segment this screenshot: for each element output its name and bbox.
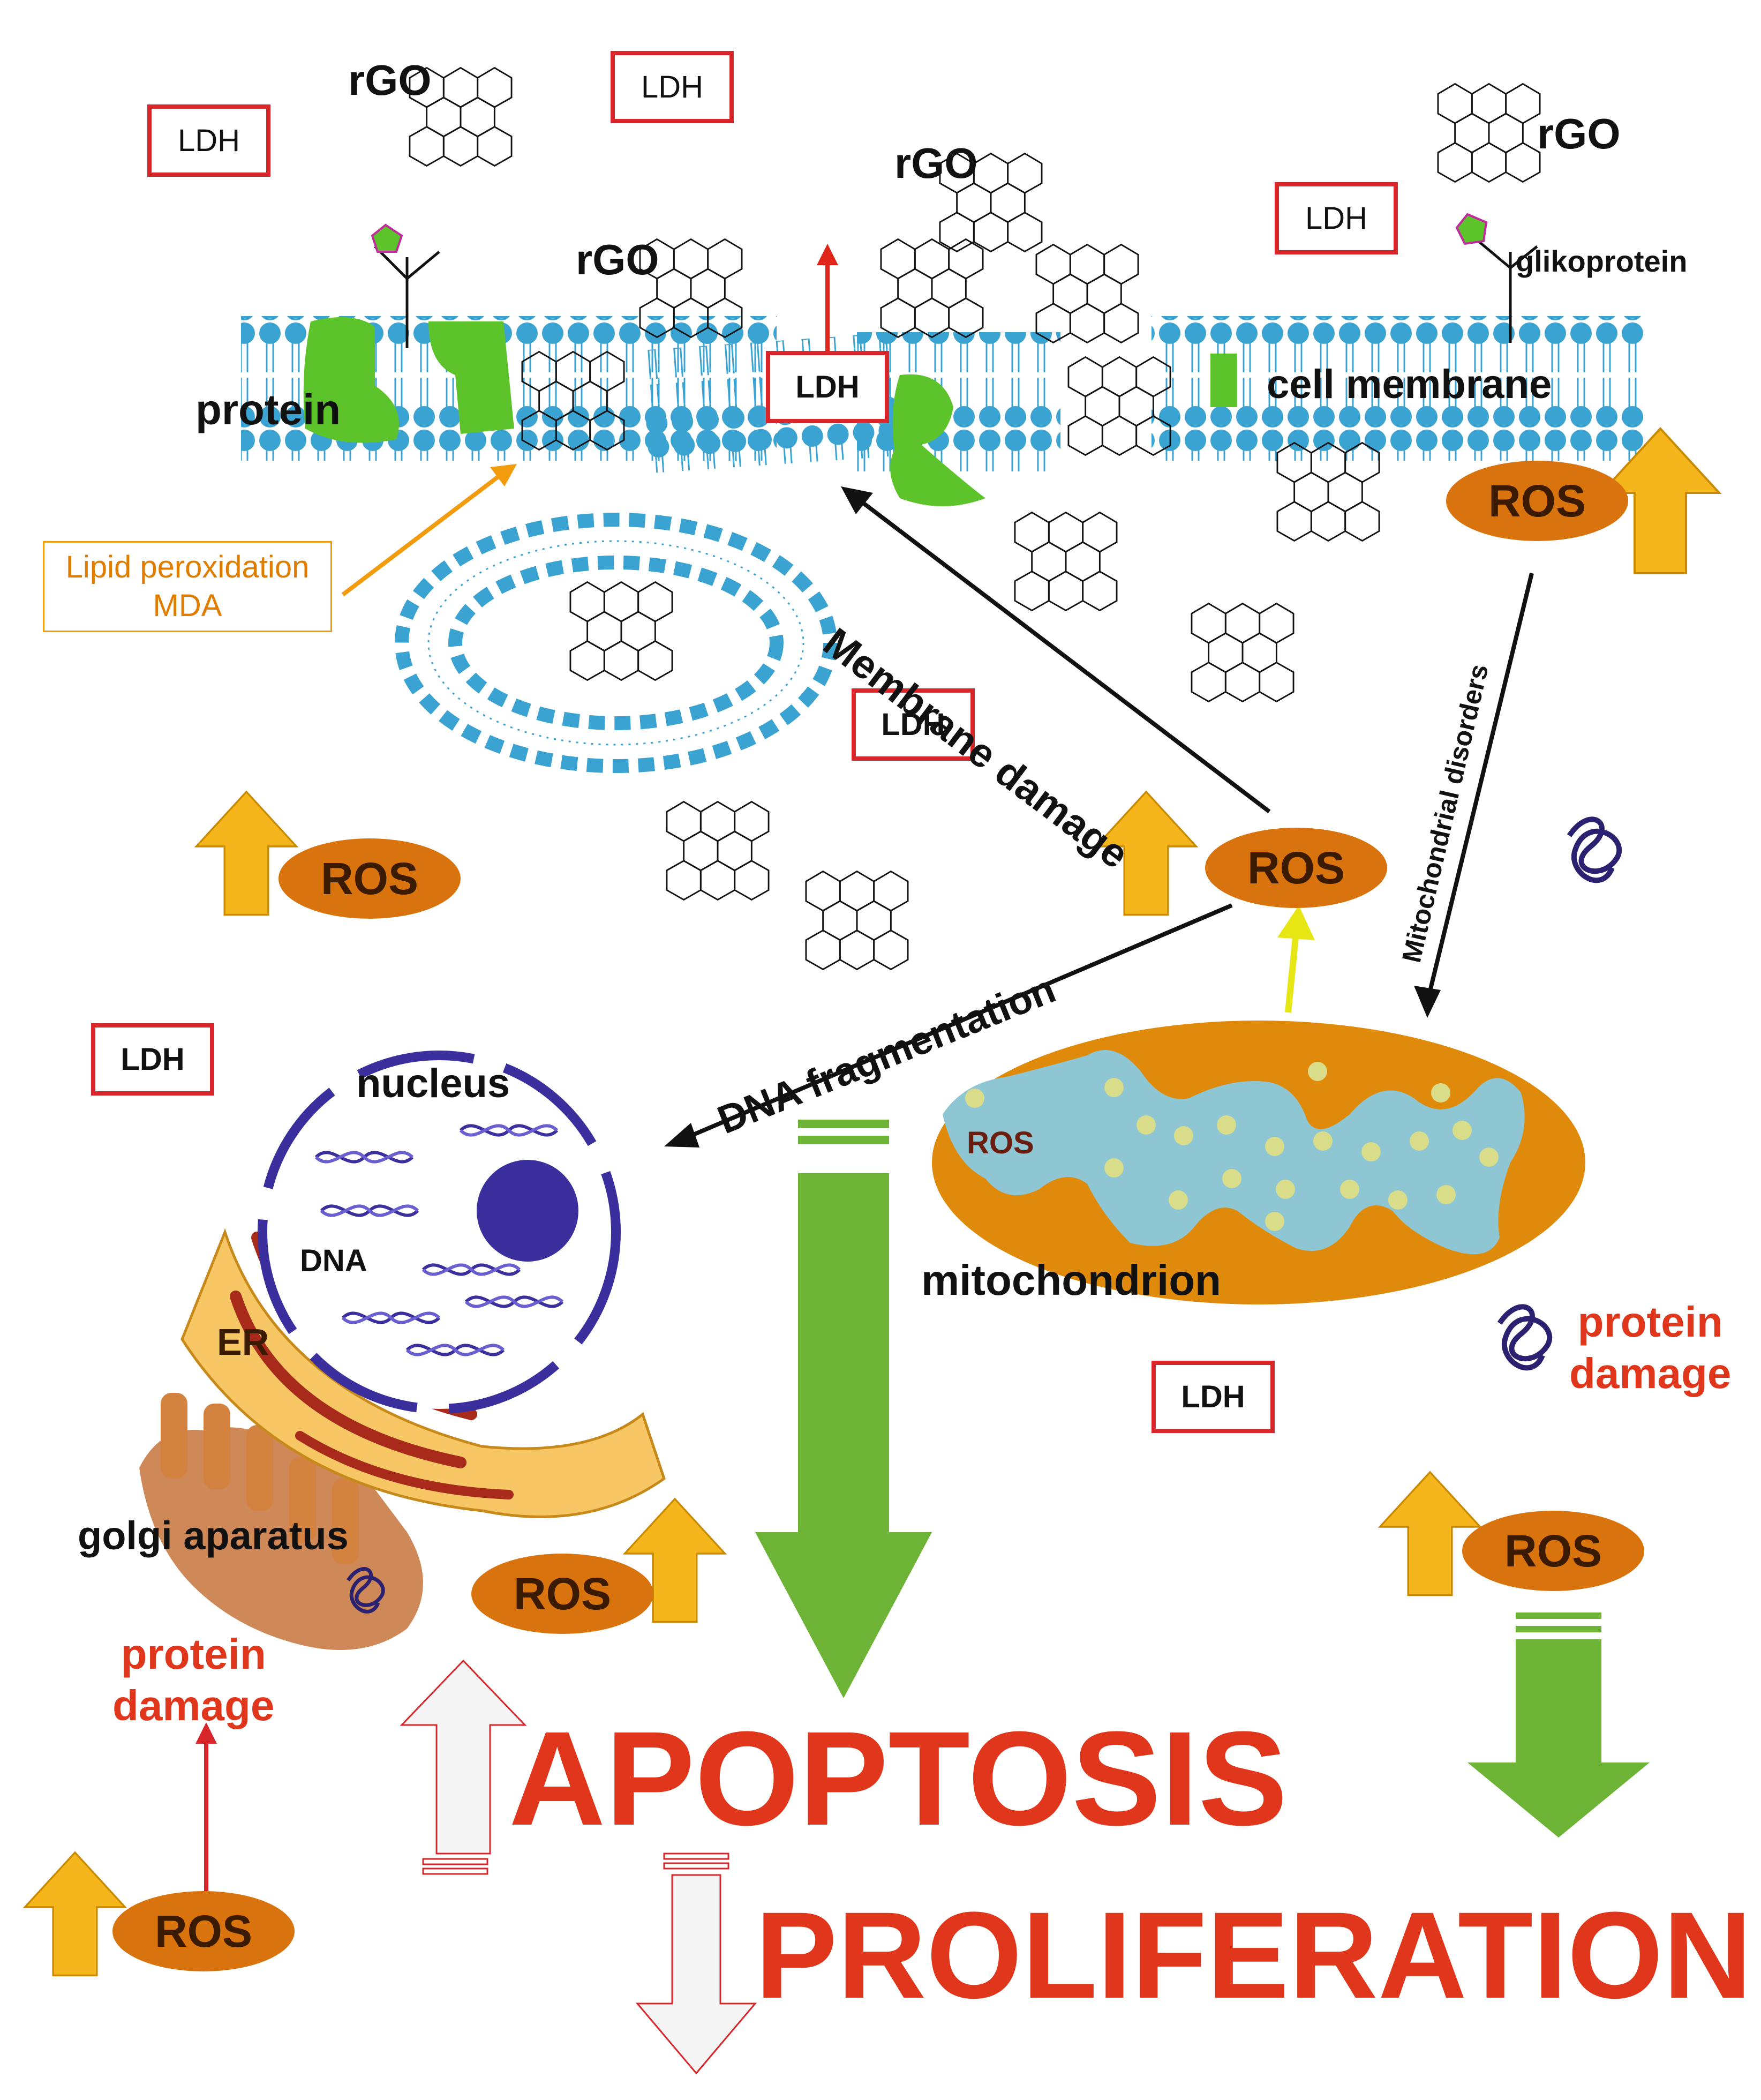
golgi-label: golgi aparatus: [78, 1513, 349, 1558]
glycoprotein-icon: [1455, 213, 1538, 343]
mitochondrial-disorders-arrowhead: [1414, 986, 1441, 1018]
mda-label: MDA: [153, 588, 222, 623]
mitochondrion-ros-label: ROS: [967, 1126, 1034, 1160]
membrane-protein: [428, 321, 514, 434]
lipid-peroxidation-arrow: [341, 475, 500, 597]
rgo-label: rGO: [1537, 110, 1621, 158]
protein-damage-label-right: protein damage: [1569, 1296, 1731, 1399]
nucleus-label: nucleus: [356, 1061, 510, 1106]
ros-badge: ROS: [471, 1554, 653, 1634]
ros-badge: ROS: [112, 1891, 295, 1971]
protein-damage-label-left: protein damage: [112, 1629, 274, 1731]
membrane-damage-arrow: [855, 496, 1271, 814]
apoptosis-big-arrow: [755, 1120, 932, 1698]
rgo-hexagon-icon: [1191, 603, 1295, 702]
rgo-hexagon-icon: [1437, 83, 1541, 183]
ldh-box: LDH: [1275, 182, 1398, 254]
up-arrow-icon: [195, 791, 298, 916]
up-arrow-icon: [1379, 1471, 1481, 1596]
lipid-peroxidation-label: Lipid peroxidation: [65, 549, 310, 584]
proliferation-label: PROLIFERATION: [755, 1886, 1752, 2024]
ros-badge: ROS: [1446, 461, 1628, 541]
proliferation-decrease-arrow: [635, 1852, 757, 2075]
protein-damage-line1: protein: [121, 1630, 266, 1678]
rgo-label: rGO: [894, 139, 978, 187]
lipid-peroxidation-arrowhead: [490, 464, 517, 486]
nucleus: [258, 1051, 621, 1414]
membrane-damage-arrowhead: [841, 486, 873, 514]
rgo-hexagon-icon: [1035, 244, 1139, 343]
nucleolus: [477, 1160, 578, 1262]
protein-damage-line2: damage: [112, 1682, 275, 1729]
apoptosis-increase-arrow: [400, 1659, 527, 1875]
protein-coil-icon: [1500, 1307, 1549, 1368]
rgo-hexagon-icon: [1014, 512, 1118, 611]
dna-label: DNA: [300, 1243, 367, 1278]
membrane-protein: [890, 374, 985, 506]
cell-membrane-label: cell membrane: [1267, 362, 1552, 407]
mitochondrial-disorders-arrow: [1428, 573, 1534, 992]
dna-fragmentation-arrow: [690, 903, 1233, 1138]
rgo-label: rGO: [576, 236, 659, 283]
lipid-vesicle: [395, 513, 837, 773]
ldh-box: LDH: [852, 688, 975, 761]
ldh-box: LDH: [147, 104, 270, 177]
apoptosis-label: APOPTOSIS: [509, 1704, 1288, 1853]
ldh-box: LDH: [766, 351, 889, 423]
apoptosis-small-arrow: [1468, 1612, 1650, 1838]
ros-badge: ROS: [279, 838, 461, 919]
glikoprotein-label: glikoprotein: [1516, 244, 1688, 278]
rgo-hexagon-icon: [569, 581, 673, 681]
membrane-protein: [303, 317, 399, 443]
protein-damage-line1: protein: [1577, 1298, 1723, 1346]
protein-coil-icon: [1569, 819, 1619, 880]
lipid-peroxidation-box: Lipid peroxidation MDA: [43, 541, 332, 632]
protein-label: protein: [195, 386, 341, 433]
ros-badge: ROS: [1205, 828, 1387, 908]
up-arrow-icon: [24, 1851, 126, 1977]
dna-fragmentation-arrowhead: [664, 1123, 699, 1148]
glycoprotein-icon: [371, 223, 440, 348]
rgo-hexagon-icon: [666, 801, 770, 901]
protein-damage-arrowhead: [195, 1722, 217, 1744]
mito-ros-arrow: [1285, 932, 1299, 1013]
mito-ros-arrowhead: [1277, 905, 1315, 940]
ldh-box: LDH: [611, 51, 734, 123]
mitochondrion-label: mitochondrion: [921, 1256, 1221, 1304]
rgo-label: rGO: [348, 56, 432, 104]
protein-damage-line2: damage: [1569, 1349, 1732, 1397]
er-label: ER: [217, 1321, 269, 1363]
rgo-hexagon-icon: [880, 238, 984, 338]
membrane-protein: [1210, 354, 1237, 407]
ldh-release-arrowhead: [817, 244, 838, 265]
ldh-box: LDH: [91, 1023, 214, 1096]
ldh-box: LDH: [1152, 1361, 1275, 1433]
mitochondrion: [932, 1021, 1585, 1304]
rgo-hexagon-icon: [805, 871, 909, 970]
ros-badge: ROS: [1462, 1511, 1644, 1591]
